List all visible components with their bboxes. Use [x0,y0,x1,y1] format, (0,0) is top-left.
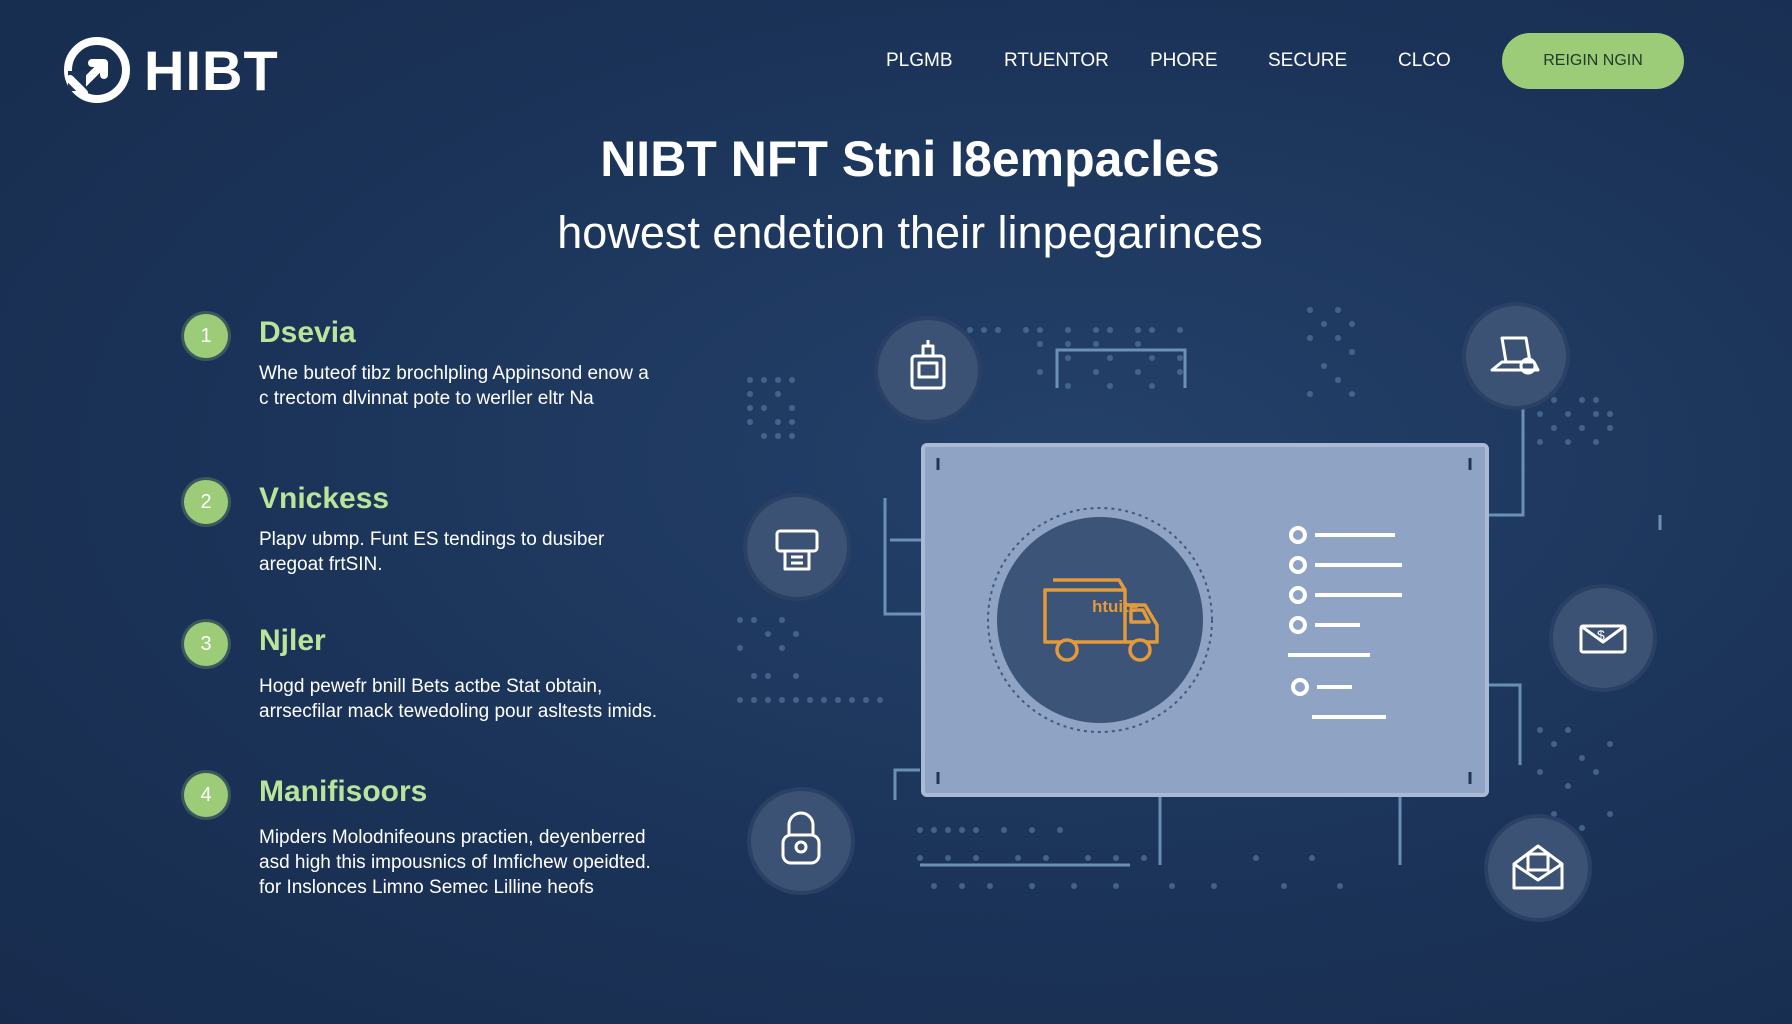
svg-text:$: $ [1597,627,1605,643]
step-badge: 1 [184,314,228,358]
nav-item-clco[interactable]: CLCO [1398,50,1451,71]
list-lines [1288,526,1402,719]
delivery-truck-icon [1043,578,1159,662]
padlock-icon[interactable] [747,787,855,895]
truck-label: htuite [1092,597,1138,616]
nav-item-phore[interactable]: PHORE [1150,50,1218,71]
hero-title: NIBT NFT Stni I8empacles [600,131,1220,187]
register-login-button[interactable]: REIGIN NGIN [1502,33,1684,89]
step-badge: 3 [184,622,228,666]
feature-description: Hogd pewefr bnill Bets actbe Stat obtain… [259,676,658,722]
brand-logo[interactable]: HIBT [62,30,279,110]
hibt-logo-icon [64,37,130,103]
money-envelope-icon[interactable]: $ [1549,584,1657,692]
nav-item-plgmb[interactable]: PLGMB [886,50,953,71]
network-illustration: htuite [737,302,1662,922]
feature-description: Mipders Molodnifeouns practien, deyenber… [259,827,651,898]
step-badge: 4 [184,773,228,817]
feature-title: Manifisoors [259,775,428,808]
feature-title: Njler [259,624,326,657]
mail-envelope-icon[interactable] [1484,814,1592,922]
dashboard-screen: htuite [921,443,1489,797]
feature-description: Whe buteof tibz brochlpling Appinsond en… [259,363,649,409]
step-badge: 2 [184,480,228,524]
receipt-scan-icon[interactable] [743,493,851,601]
hero-subtitle: howest endetion their linpegarinces [557,207,1263,258]
feature-description: Plapv ubmp. Funt ES tendings to dusiber … [259,529,605,575]
nav-item-rtuentor[interactable]: RTUENTOR [1004,50,1109,71]
ledger-device-icon[interactable] [874,316,982,424]
nav-item-secure[interactable]: SECURE [1268,50,1348,71]
feature-title: Vnickess [259,482,390,515]
feature-title: Dsevia [259,316,356,349]
circuit-dot-pattern [737,307,1613,889]
brand-name: HIBT [144,38,279,102]
laptop-card-icon[interactable] [1462,302,1570,410]
